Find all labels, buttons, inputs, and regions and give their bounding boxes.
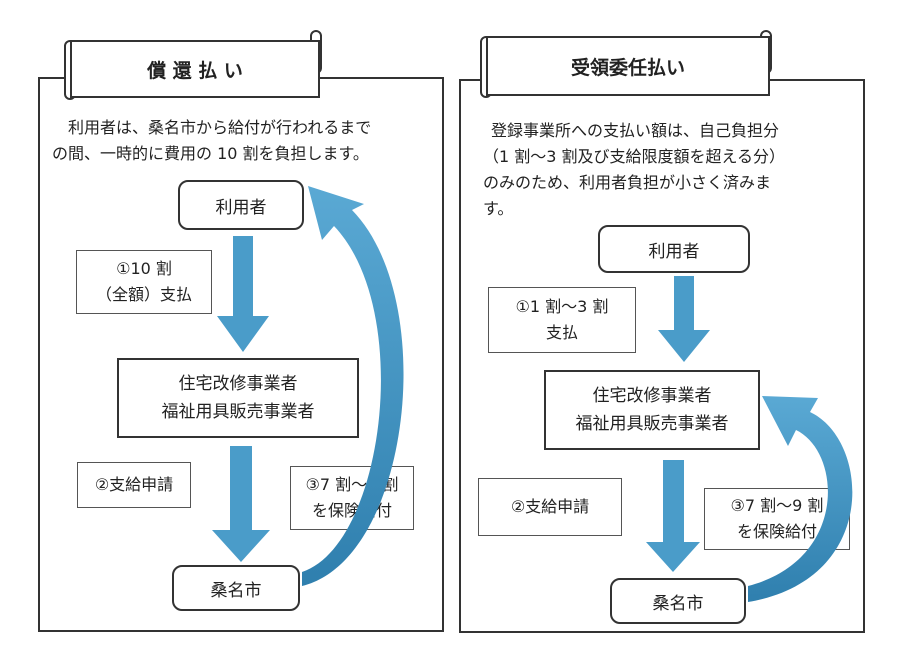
right-desc-line4: す。 [483, 199, 514, 218]
left-arrow-business-to-city [212, 446, 270, 562]
right-desc-line2: （1 割～3 割及び支給限度額を超える分） [483, 147, 786, 166]
right-node-city-label: 桑名市 [652, 593, 704, 614]
left-business-line2: 福祉用具販売事業者 [161, 402, 315, 422]
left-label-application: ②支給申請 [77, 462, 191, 508]
left-label-payment: ①10 割 （全額）支払 [76, 250, 212, 314]
right-desc-line3: のみのため、利用者負担が小さく済みま [483, 173, 772, 192]
right-node-user-label: 利用者 [648, 241, 700, 262]
right-arrow-business-to-city [646, 460, 700, 572]
right-description: 登録事業所への支払い額は、自己負担分 （1 割～3 割及び支給限度額を超える分）… [483, 118, 785, 222]
right-node-user: 利用者 [598, 225, 750, 273]
left-label1-line1: ①10 割 [116, 259, 172, 278]
right-node-business: 住宅改修事業者 福祉用具販売事業者 [544, 370, 760, 450]
right-business-line2: 福祉用具販売事業者 [575, 414, 729, 434]
left-arrow-city-to-user [302, 186, 404, 586]
left-desc-line2: の間、一時的に費用の 10 割を負担します。 [52, 144, 369, 163]
right-label1-line2: 支払 [545, 323, 578, 342]
left-desc-line1: 利用者は、桑名市から給付が行われるまで [68, 118, 372, 137]
left-node-business: 住宅改修事業者 福祉用具販売事業者 [117, 358, 359, 438]
right-label-application: ②支給申請 [478, 478, 622, 536]
right-label-payment: ①1 割～3 割 支払 [488, 287, 636, 353]
right-node-city: 桑名市 [610, 578, 746, 624]
right-arrow-user-to-business [658, 276, 710, 362]
left-node-city-label: 桑名市 [210, 580, 262, 601]
right-title-banner: 受領委任払い [486, 36, 770, 96]
left-label1-line2: （全額）支払 [95, 285, 192, 304]
left-business-line1: 住宅改修事業者 [178, 374, 298, 394]
left-arrow-user-to-business [217, 236, 269, 352]
right-desc-line1: 登録事業所への支払い額は、自己負担分 [491, 121, 780, 140]
left-node-user: 利用者 [178, 180, 304, 230]
left-node-city: 桑名市 [172, 565, 300, 611]
right-label2: ②支給申請 [510, 497, 590, 516]
right-arrow-city-to-business [748, 396, 853, 602]
right-title: 受領委任払い [570, 56, 685, 79]
left-node-user-label: 利用者 [215, 197, 267, 218]
right-label1-line1: ①1 割～3 割 [515, 297, 609, 316]
left-label2: ②支給申請 [94, 475, 174, 494]
right-business-line1: 住宅改修事業者 [592, 386, 712, 406]
right-label3-line1: ③7 割～9 割 [730, 496, 824, 515]
left-description: 利用者は、桑名市から給付が行われるまで の間、一時的に費用の 10 割を負担しま… [52, 115, 371, 167]
left-title: 償 還 払 い [147, 59, 243, 82]
left-title-banner: 償 還 払 い [70, 40, 320, 98]
right-label3-line2: を保険給付 [736, 522, 817, 541]
